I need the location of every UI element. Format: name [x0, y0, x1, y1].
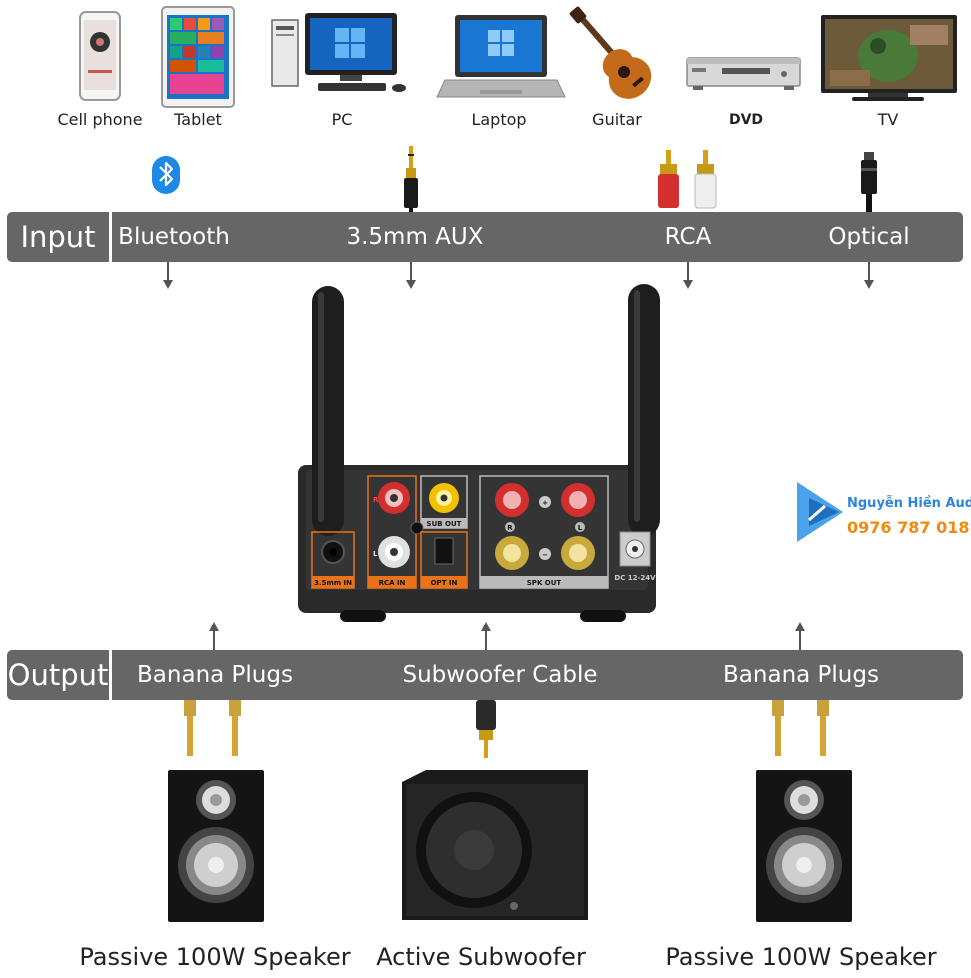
- output-bar: Output Banana Plugs Subwoofer Cable Bana…: [7, 650, 963, 700]
- input-label-optical: Optical: [828, 224, 910, 250]
- bottom-label-speaker-right: Passive 100W Speaker: [665, 943, 937, 971]
- output-label-banana-left: Banana Plugs: [137, 662, 293, 688]
- optical-in-port: OPT IN: [420, 531, 468, 589]
- sub-out-port: SUB OUT: [410, 475, 468, 535]
- spk-out-label: SPK OUT: [527, 579, 562, 587]
- device-label-guitar: Guitar: [592, 110, 642, 129]
- device-label-dvd: DVD: [728, 112, 764, 128]
- sub-out-label: SUB OUT: [427, 520, 462, 528]
- output-label-subwoofer: Subwoofer Cable: [402, 662, 598, 688]
- output-devices: [168, 700, 852, 922]
- cell-phone-icon: [79, 11, 121, 101]
- rca-plug-icon: [658, 150, 717, 209]
- bottom-label-speaker-left: Passive 100W Speaker: [79, 943, 351, 971]
- device-row: [79, 6, 957, 108]
- spk-plus-label: +: [542, 499, 548, 507]
- input-label-rca: RCA: [664, 224, 712, 250]
- input-bar-title: Input: [7, 212, 112, 262]
- device-label-tablet: Tablet: [174, 110, 222, 129]
- rca-in-port: R L RCA IN: [367, 475, 417, 589]
- tablet-icon: [161, 6, 235, 108]
- dc-label: DC 12-24V: [614, 574, 656, 582]
- opt-in-label: OPT IN: [431, 579, 458, 587]
- amplifier: 3.5mm IN R L RCA IN SUB OUT OPT IN + − R: [298, 284, 660, 622]
- active-subwoofer-icon: [402, 770, 588, 920]
- output-arrows: [209, 622, 805, 652]
- optical-plug-icon: [861, 152, 877, 214]
- dvd-player-icon: [686, 57, 801, 90]
- brand-watermark: Nguyễn Hiền Audio 0976 787 018: [795, 480, 971, 544]
- bluetooth-icon: [152, 156, 180, 194]
- speaker-out-port: + − R L SPK OUT: [479, 475, 609, 589]
- device-label-tv: TV: [877, 110, 899, 129]
- pc-icon: [271, 13, 406, 92]
- output-label-banana-right: Banana Plugs: [723, 662, 879, 688]
- input-connectors: [152, 146, 877, 215]
- tv-icon: [821, 15, 957, 101]
- input-label-aux: 3.5mm AUX: [346, 224, 484, 250]
- aux-in-port: 3.5mm IN: [311, 531, 355, 589]
- antenna-left: [312, 286, 344, 536]
- output-bar-title: Output: [7, 650, 112, 700]
- passive-speaker-right-icon: [756, 770, 852, 922]
- brand-phone: 0976 787 018: [847, 518, 970, 537]
- spk-minus-label: −: [542, 551, 548, 559]
- subwoofer-plug-icon: [476, 700, 496, 758]
- bottom-label-subwoofer: Active Subwoofer: [376, 943, 586, 971]
- laptop-icon: [436, 15, 566, 98]
- antenna-right: [628, 284, 660, 536]
- brand-logo-icon: [797, 482, 843, 542]
- rca-l-label: L: [373, 550, 378, 558]
- banana-plug-right-icon: [772, 700, 829, 756]
- device-label-pc: PC: [331, 110, 353, 129]
- dc-power-port: DC 12-24V: [614, 531, 656, 582]
- passive-speaker-left-icon: [168, 770, 264, 922]
- aux-in-label: 3.5mm IN: [314, 579, 352, 587]
- brand-name: Nguyễn Hiền Audio: [847, 496, 971, 511]
- rca-r-label: R: [373, 496, 379, 504]
- aux-jack-icon: [404, 146, 418, 215]
- spk-l-label: L: [578, 524, 583, 532]
- device-label-laptop: Laptop: [471, 110, 527, 129]
- input-arrows: [163, 262, 874, 289]
- input-bar: Input Bluetooth 3.5mm AUX RCA Optical: [7, 212, 963, 262]
- guitar-icon: [569, 6, 652, 99]
- device-label-cell-phone: Cell phone: [57, 110, 143, 129]
- rca-in-label: RCA IN: [379, 579, 406, 587]
- spk-r-label: R: [507, 524, 513, 532]
- input-label-bluetooth: Bluetooth: [118, 224, 230, 250]
- banana-plug-left-icon: [184, 700, 241, 756]
